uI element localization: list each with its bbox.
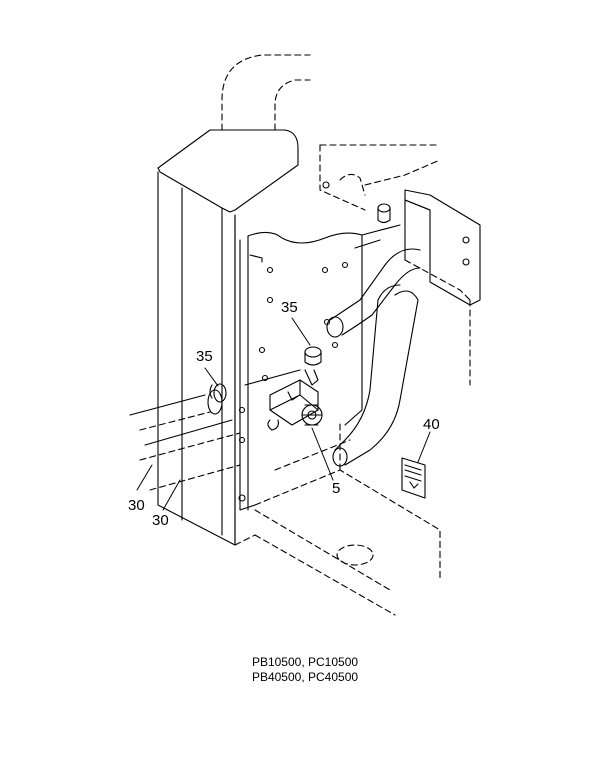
callout-35-upper: 35 (281, 299, 298, 316)
caption-line-1: PB10500, PC10500 (251, 655, 359, 669)
hose-clamp-left (209, 383, 227, 403)
mounting-plate (238, 224, 401, 511)
callout-30-a: 30 (128, 497, 145, 514)
upper-duct (221, 54, 311, 131)
diagram-caption: PB10500, PC10500 PB40500, PC40500 (0, 655, 610, 685)
callout-40: 40 (423, 416, 440, 433)
floor-frame (234, 419, 441, 616)
water-valve (267, 369, 323, 431)
callout-5: 5 (332, 480, 341, 497)
decal (401, 457, 426, 499)
caption-line-2: PB40500, PC40500 (251, 670, 359, 684)
rear-frame (319, 144, 471, 386)
callout-30-b: 30 (152, 512, 169, 529)
hose-clamp-upper (304, 346, 322, 366)
callout-35-left: 35 (196, 348, 213, 365)
frame-hole (322, 181, 330, 189)
heater-hose-right (326, 239, 421, 467)
side-panel (157, 129, 299, 546)
leader-lines (136, 317, 431, 511)
